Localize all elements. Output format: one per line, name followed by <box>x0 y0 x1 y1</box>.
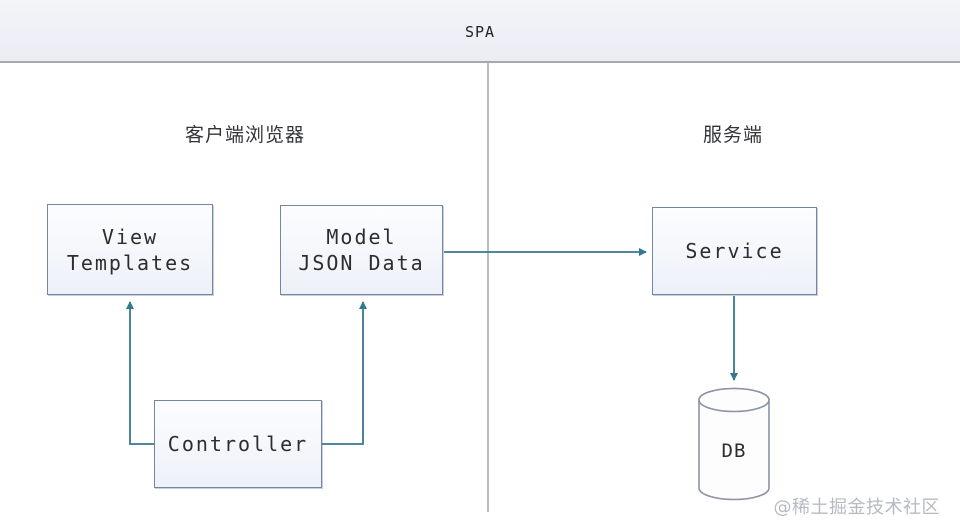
page-title: SPA <box>464 22 496 41</box>
section-divider <box>487 63 489 512</box>
node-model-json-data: Model JSON Data <box>280 205 443 295</box>
node-controller: Controller <box>154 400 322 488</box>
node-service: Service <box>652 207 817 295</box>
section-label-server: 服务端 <box>702 124 763 146</box>
arrow-controller-to-view-templates <box>126 301 154 445</box>
db-label: DB <box>721 440 747 462</box>
header-band: SPA <box>0 0 960 63</box>
watermark: @稀土掘金技术社区 <box>773 497 940 518</box>
arrow-controller-to-model <box>322 301 367 445</box>
database-cylinder-icon <box>698 387 770 501</box>
node-view-templates: View Templates <box>47 204 213 295</box>
section-label-client: 客户端浏览器 <box>184 124 305 146</box>
node-db: DB <box>698 387 770 501</box>
